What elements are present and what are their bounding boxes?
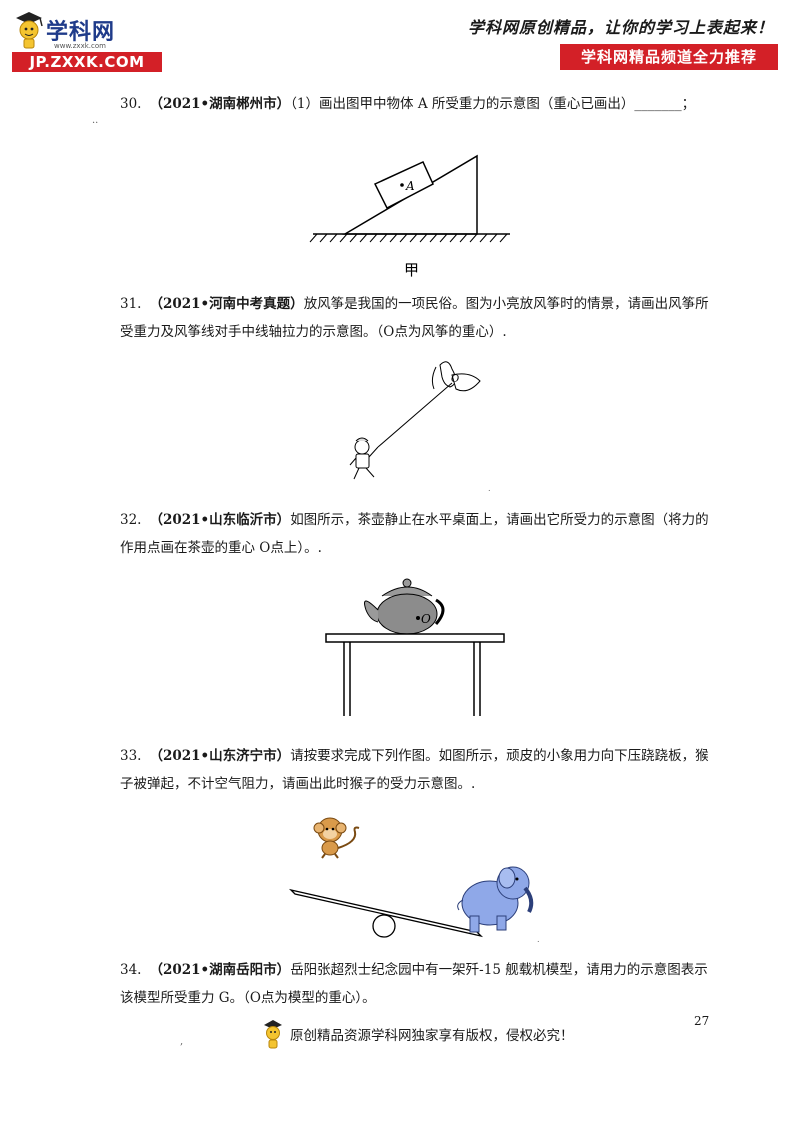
question-text: 岳阳张超烈士纪念园中有一架歼-15 舰载机模型，请用力的示意图表示该模型所受重力… [120, 962, 708, 1006]
page-footer: 原创精品资源学科网独家享有版权，侵权必究！ [262, 1018, 574, 1050]
question-text: 放风筝是我国的一项民俗。图为小亮放风筝时的情景，请画出风筝所受重力及风筝线对手中… [120, 296, 709, 340]
copyright-notice: 原创精品资源学科网独家享有版权，侵权必究！ [290, 1028, 574, 1044]
teapot-figure: O [325, 578, 505, 716]
page-header: 学科网 www.zxxk.com JP.ZXXK.COM 学科网原创精品，让你的… [0, 0, 800, 78]
question-30: 30. （2021•湖南郴州市）（1）画出图甲中物体 A 所受重力的示意图（重心已… [120, 90, 720, 118]
question-33: 33. （2021•山东济宁市）请按要求完成下列作图。如图所示，顽皮的小象用力向下… [120, 742, 720, 798]
question-number: 30. [120, 96, 142, 112]
svg-text:.: . [488, 484, 491, 493]
page-number: 27 [694, 1014, 710, 1028]
question-text: 如图所示，茶壶静止在水平桌面上，请画出它所受力的示意图（将力的作用点画在茶壶的重… [120, 512, 709, 556]
object-a-label: A [405, 179, 415, 193]
mascot-icon [264, 1020, 282, 1049]
question-number: 33. [120, 748, 142, 764]
question-31: 31. （2021•河南中考真题）放风筝是我国的一项民俗。图为小亮放风筝时的情景，… [120, 290, 720, 346]
question-text: （1）画出图甲中物体 A 所受重力的示意图（重心已画出）_______； [290, 96, 696, 112]
stray-mark: ·· [92, 118, 99, 129]
seesaw-figure: . [288, 817, 540, 944]
kite-figure: O . [349, 361, 491, 493]
mascot-icon [16, 12, 43, 49]
question-source: （2021•湖南岳阳市） [149, 962, 291, 978]
svg-text:.: . [537, 935, 540, 944]
logo-url-banner: JP.ZXXK.COM [12, 52, 162, 72]
site-logo[interactable]: 学科网 www.zxxk.com JP.ZXXK.COM [12, 10, 162, 72]
question-32: 32. （2021•山东临沂市）如图所示，茶壶静止在水平桌面上，请画出它所受力的示… [120, 506, 720, 562]
stray-mark: , [180, 1036, 184, 1047]
channel-banner[interactable]: 学科网精品频道全力推荐 [560, 44, 778, 70]
question-34: 34. （2021•湖南岳阳市）岳阳张超烈士纪念园中有一架歼-15 舰载机模型，请… [120, 956, 720, 1012]
question-number: 34. [120, 962, 142, 978]
logo-text: 学科网 [46, 20, 116, 45]
header-slogan: 学科网原创精品，让你的学习上表起来！ [467, 18, 774, 37]
question-number: 32. [120, 512, 142, 528]
kite-center-label: O [451, 374, 459, 385]
question-number: 31. [120, 296, 142, 312]
question-text: 请按要求完成下列作图。如图所示，顽皮的小象用力向下压跷跷板，猴子被弹起，不计空气… [120, 748, 709, 792]
figure-caption: 甲 [404, 261, 419, 279]
question-source: （2021•河南中考真题） [149, 296, 304, 312]
question-source: （2021•山东济宁市） [149, 748, 291, 764]
question-source: （2021•山东临沂市） [149, 512, 291, 528]
incline-figure: A 甲 [309, 154, 510, 279]
teapot-center-label: O [421, 612, 431, 626]
logo-url-small: www.zxxk.com [54, 42, 106, 50]
question-source: （2021•湖南郴州市） [149, 96, 291, 112]
